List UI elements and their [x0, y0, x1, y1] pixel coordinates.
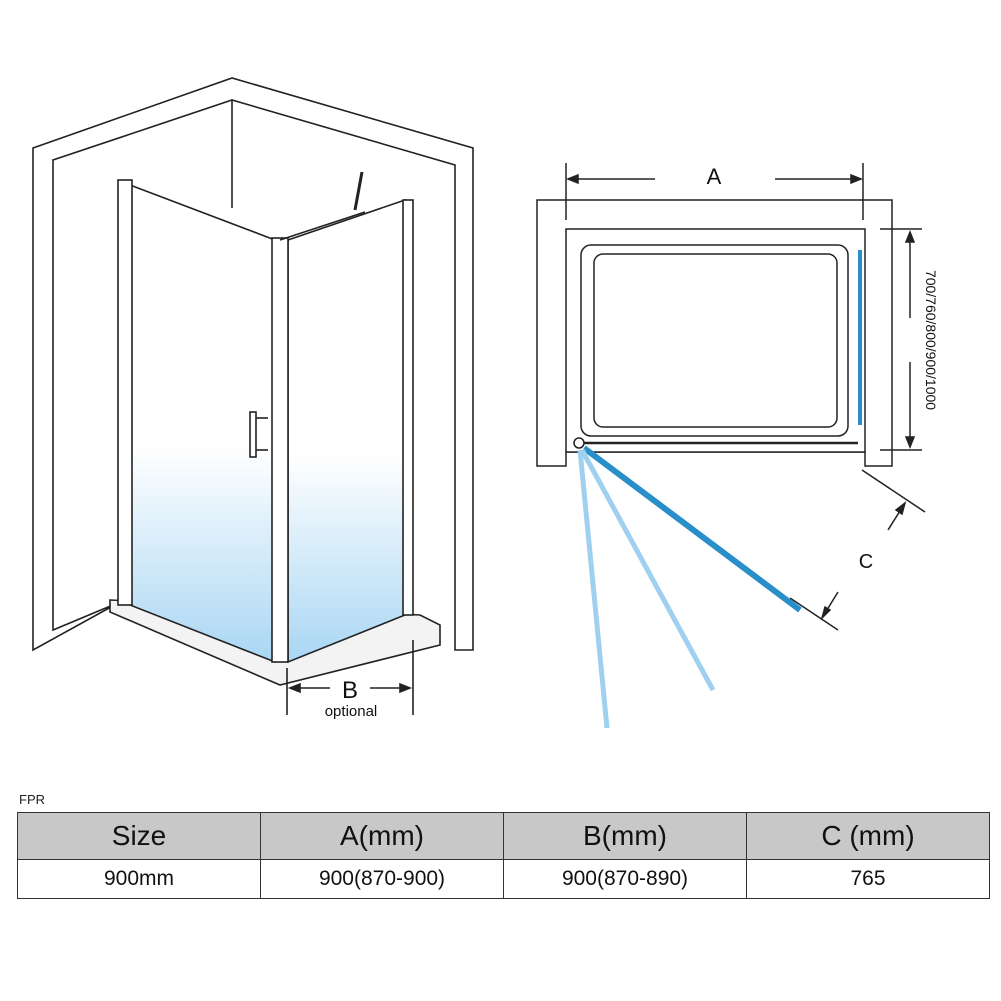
header-c: C (mm) [746, 812, 990, 860]
cell-a: 900(870-900) [260, 859, 504, 899]
dimension-b-note: optional [325, 703, 378, 720]
model-label: FPR [19, 792, 45, 807]
perspective-view [32, 77, 474, 715]
table-row: 900mm 900(870-900) 900(870-890) 765 [17, 859, 990, 899]
cell-size: 900mm [17, 859, 261, 899]
plan-view [536, 163, 926, 631]
table-header-row: Size A(mm) B(mm) C (mm) [17, 812, 990, 860]
size-table: Size A(mm) B(mm) C (mm) 900mm 900(870-90… [17, 812, 990, 899]
dimension-c-label: C [859, 551, 873, 573]
dimension-a-label: A [707, 164, 722, 189]
side-size-options: 700/760/800/900/1000 [923, 270, 939, 410]
header-b: B(mm) [503, 812, 747, 860]
header-size: Size [17, 812, 261, 860]
header-a: A(mm) [260, 812, 504, 860]
door-open-position [582, 445, 802, 613]
cell-c: 765 [746, 859, 990, 899]
shower-enclosure-diagram: B optional A C 700/760/800/900/1000 [32, 77, 939, 729]
cell-b: 900(870-890) [503, 859, 747, 899]
dimension-b-label: B [342, 677, 358, 704]
door-swing-mid [579, 448, 716, 692]
door-swing-start [577, 449, 610, 729]
